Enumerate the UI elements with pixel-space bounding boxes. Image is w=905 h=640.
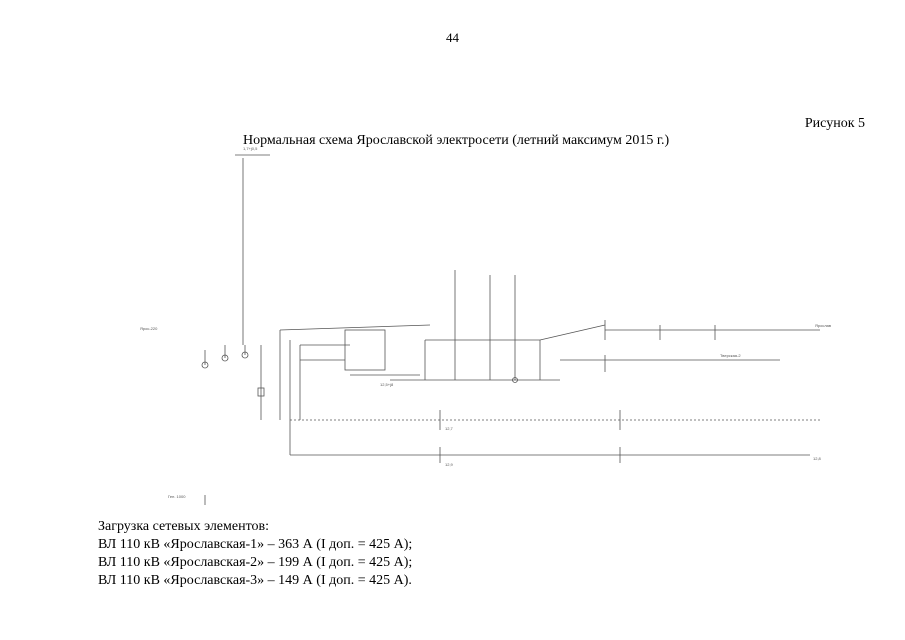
label-right-mid: Тверская-2	[720, 353, 741, 358]
generator-symbol-right	[241, 351, 249, 359]
label-mid-node: 12,7	[445, 426, 454, 431]
label-right-bottom: 12,8	[813, 456, 822, 461]
page-number: 44	[446, 30, 459, 45]
node-riser-3	[512, 377, 518, 383]
loading-line-2: ВЛ 110 кВ «Ярославская-2» – 199 А (I доп…	[98, 555, 413, 570]
generator-symbol-left	[201, 361, 209, 369]
transformer-block	[257, 387, 265, 397]
line-to-right-top	[539, 324, 606, 341]
label-bottom-left: Ген. 1000	[168, 494, 186, 499]
label-left-mid: Ярос-220	[140, 326, 158, 331]
loading-heading: Загрузка сетевых элементов:	[98, 519, 270, 534]
loading-line-3: ВЛ 110 кВ «Ярославская-3» – 149 А (I доп…	[98, 573, 412, 588]
diagram-title: Нормальная схема Ярославской электросети…	[243, 133, 670, 148]
line-top-horizontal	[279, 324, 431, 331]
substation-box	[344, 329, 386, 371]
figure-label: Рисунок 5	[804, 116, 865, 131]
label-bus-main: 12,5+j8	[380, 382, 394, 387]
element-loading-block: Загрузка сетевых элементов: ВЛ 110 кВ «Я…	[98, 518, 412, 590]
loading-line-1: ВЛ 110 кВ «Ярославская-1» – 363 А (I доп…	[98, 537, 413, 552]
label-right-top: Ярослав	[815, 323, 831, 328]
generator-symbol-mid	[221, 354, 229, 362]
label-lower-node: 12,9	[445, 462, 454, 467]
label-top-left: 1,7+j0,5	[243, 146, 258, 151]
